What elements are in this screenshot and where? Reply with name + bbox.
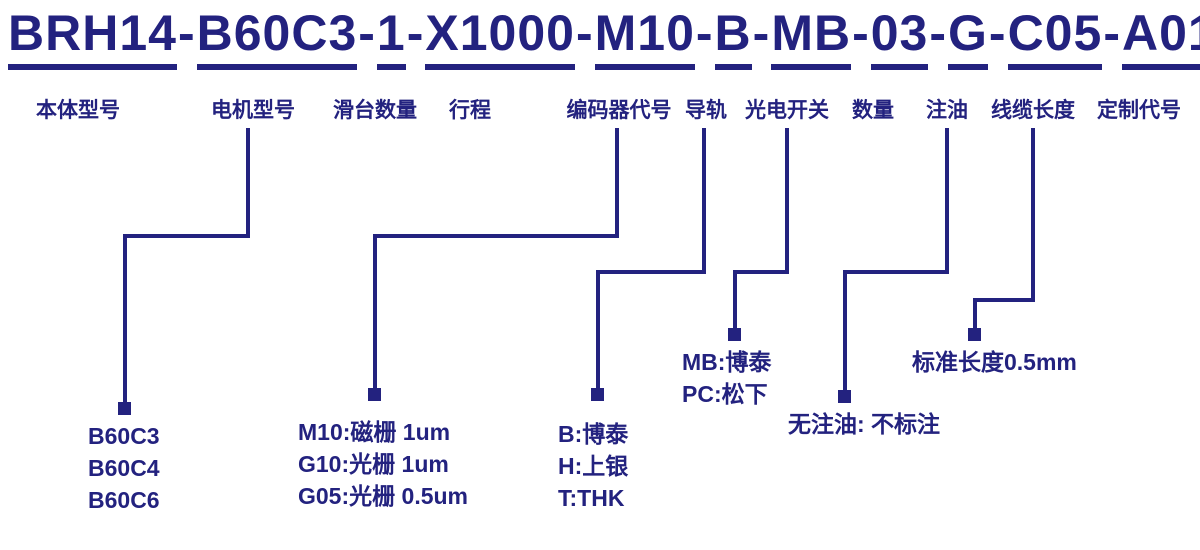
legend-item: B60C4 xyxy=(88,455,160,481)
model-separator: - xyxy=(752,5,771,61)
connector-motor-segment xyxy=(246,128,250,238)
connector-oil-segment xyxy=(843,270,847,396)
model-separator: - xyxy=(358,5,376,61)
connector-cable-segment xyxy=(973,298,1035,302)
legend-item: B:博泰 xyxy=(558,421,629,447)
connector-encoder-segment xyxy=(373,234,377,394)
model-separator: - xyxy=(575,5,594,61)
legend-item: M10:磁栅 1um xyxy=(298,419,451,445)
field-label-photo-switch: 光电开关 xyxy=(745,99,829,122)
connector-switch-segment xyxy=(785,128,789,274)
connector-oil-endpoint xyxy=(838,390,851,403)
model-segment-switch: MB xyxy=(771,6,852,70)
connector-oil-segment xyxy=(945,128,949,274)
legend-item: G10:光栅 1um xyxy=(298,451,449,477)
model-separator: - xyxy=(177,5,196,61)
model-segment-custom: A01 xyxy=(1121,6,1200,70)
connector-rail-segment xyxy=(596,270,600,394)
legend-encoder: M10:磁栅 1um G10:光栅 1um G05:光栅 0.5um xyxy=(298,416,468,512)
model-separator: - xyxy=(929,5,948,61)
connector-switch-endpoint xyxy=(728,328,741,341)
legend-item: MB:博泰 xyxy=(682,349,772,375)
field-label-oil: 注油 xyxy=(926,99,968,122)
legend-item: 无注油: 不标注 xyxy=(788,411,941,437)
connector-rail-endpoint xyxy=(591,388,604,401)
connector-rail-segment xyxy=(596,270,706,274)
connector-switch-segment xyxy=(733,270,789,274)
connector-motor-segment xyxy=(123,234,250,238)
field-label-stroke: 行程 xyxy=(449,99,491,122)
legend-motor: B60C3 B60C4 B60C6 xyxy=(88,420,160,516)
model-separator: - xyxy=(988,5,1007,61)
model-segment-stroke: X1000 xyxy=(425,6,575,70)
field-label-encoder-code: 编码器代号 xyxy=(566,99,672,122)
model-separator: - xyxy=(852,5,870,61)
field-label-custom-code: 定制代号 xyxy=(1097,99,1181,122)
legend-item: B60C6 xyxy=(88,487,160,513)
model-segment-quantity: 03 xyxy=(870,6,929,70)
legend-item: G05:光栅 0.5um xyxy=(298,483,468,509)
model-separator: - xyxy=(1103,5,1121,61)
connector-cable-segment xyxy=(973,298,977,334)
legend-item: PC:松下 xyxy=(682,381,768,407)
model-segment-cable: C05 xyxy=(1007,6,1103,70)
field-label-slider-count: 滑台数量 xyxy=(333,99,417,122)
model-segment-sliders: 1 xyxy=(376,6,406,70)
legend-item: T:THK xyxy=(558,485,625,511)
connector-switch-segment xyxy=(733,270,737,334)
field-label-body-model: 本体型号 xyxy=(36,99,120,122)
model-segment-encoder: M10 xyxy=(594,6,695,70)
model-segment-body: BRH14 xyxy=(8,6,177,70)
field-label-rail: 导轨 xyxy=(685,99,727,122)
legend-switch: MB:博泰 PC:松下 xyxy=(682,346,771,410)
connector-motor-segment xyxy=(123,234,127,408)
connector-encoder-segment xyxy=(615,128,619,238)
connector-oil-segment xyxy=(843,270,949,274)
connector-cable-segment xyxy=(1031,128,1035,302)
connector-rail-segment xyxy=(702,128,706,274)
legend-item: H:上银 xyxy=(558,453,629,479)
model-segment-motor: B60C3 xyxy=(196,6,358,70)
model-segment-rail: B xyxy=(714,6,752,70)
legend-oil: 无注油: 不标注 xyxy=(788,408,940,440)
model-number: BRH14 - B60C3 - 1 - X1000 - M10 - B - MB… xyxy=(8,5,1200,70)
connector-encoder-endpoint xyxy=(368,388,381,401)
field-label-quantity: 数量 xyxy=(852,99,894,122)
model-segment-oil: G xyxy=(948,6,988,70)
model-separator: - xyxy=(695,5,714,61)
legend-item: B60C3 xyxy=(88,423,160,449)
legend-rail: B:博泰 H:上银 T:THK xyxy=(558,418,628,514)
model-separator: - xyxy=(406,5,425,61)
field-label-cable-length: 线缆长度 xyxy=(991,99,1075,122)
connector-cable-endpoint xyxy=(968,328,981,341)
field-label-motor-model: 电机型号 xyxy=(211,99,295,122)
connector-encoder-segment xyxy=(373,234,619,238)
legend-item: 标准长度0.5mm xyxy=(912,349,1077,375)
legend-cable: 标准长度0.5mm xyxy=(912,346,1077,378)
connector-motor-endpoint xyxy=(118,402,131,415)
